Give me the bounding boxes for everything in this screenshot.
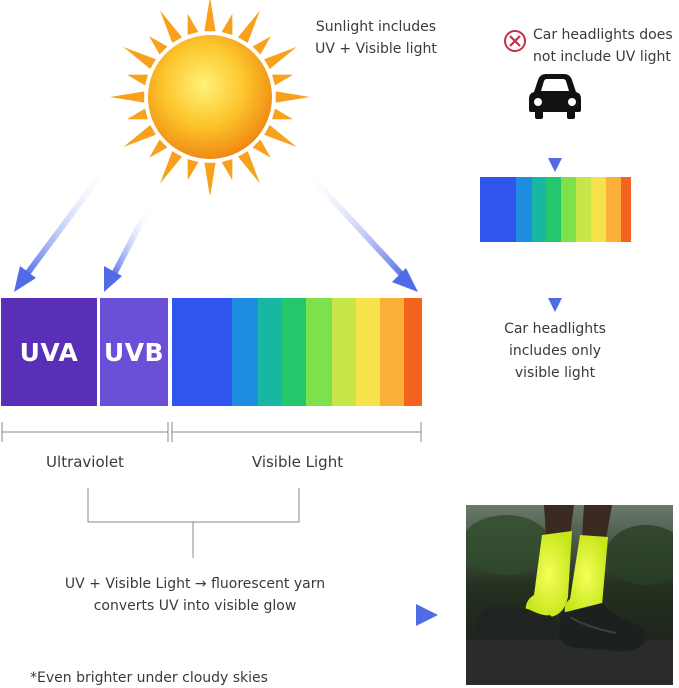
sun-ray (238, 10, 260, 43)
car-no-uv-caption: Car headlights does not include UV light (533, 27, 673, 65)
uva-label: UVA (19, 337, 79, 367)
sun-ray (149, 139, 168, 158)
sun-ray (110, 91, 145, 103)
spectrum-stripe (515, 177, 533, 242)
car-icon (529, 74, 581, 119)
sock-photo (466, 505, 673, 685)
visible-spectrum (172, 298, 422, 406)
sun-ray (187, 13, 199, 35)
sun-ray (272, 74, 294, 86)
spectrum-stripe (546, 177, 562, 242)
sun-ray (264, 47, 297, 69)
sunlight-caption: Sunlight includes UV + Visible light (315, 19, 437, 57)
sun-ray (275, 91, 310, 103)
sun-ray (272, 108, 294, 120)
sun-ray (123, 125, 156, 147)
uvb-block: UVB (100, 298, 168, 406)
sun-ray (252, 36, 271, 55)
spectrum-stripe (232, 298, 259, 406)
arrow-icon (548, 262, 562, 312)
visible-light-label: Visible Light (251, 453, 344, 471)
spectrum-stripe (531, 177, 547, 242)
sun-icon (110, 0, 310, 195)
sun-ray (126, 108, 148, 120)
spectrum-stripe (576, 177, 592, 242)
sun-ray (160, 151, 182, 184)
spectrum-stripe (404, 298, 422, 406)
spectrum-stripe (332, 298, 357, 406)
arrow-icon (302, 167, 418, 292)
sun-ray (160, 10, 182, 43)
spectrum-stripe (172, 298, 233, 406)
ultraviolet-label: Ultraviolet (46, 453, 124, 471)
spectrum-stripe (480, 177, 517, 242)
uva-block: UVA (1, 298, 97, 406)
spectrum-stripe (258, 298, 283, 406)
sun-ray (126, 74, 148, 86)
sun-ray (149, 36, 168, 55)
arrow-icon (14, 163, 111, 292)
footnote: *Even brighter under cloudy skies (30, 670, 268, 686)
sun-ray (221, 13, 233, 35)
spectrum-stripe (356, 298, 381, 406)
sun-ray (252, 139, 271, 158)
spectrum-stripe (282, 298, 307, 406)
sun-ray (221, 159, 233, 181)
glow-caption: UV + Visible Light → fluorescent yarn co… (64, 576, 326, 614)
sun-ray (264, 125, 297, 147)
arrow-icon (548, 125, 562, 172)
uvb-label: UVB (103, 337, 165, 367)
no-icon (504, 30, 526, 52)
sun-ray (204, 162, 216, 195)
car-spectrum (480, 177, 632, 242)
sun-ray (187, 159, 199, 181)
spectrum-stripe (606, 177, 622, 242)
spectrum-stripe (621, 177, 632, 242)
car-visible-caption: Car headlights includes only visible lig… (504, 321, 606, 381)
sun-ray (238, 151, 260, 184)
sun-ray (204, 0, 216, 32)
spectrum-stripe (591, 177, 607, 242)
spectrum-bracket (1, 422, 422, 558)
arrow-icon (372, 604, 438, 626)
arrow-icon (104, 203, 153, 292)
spectrum-stripe (306, 298, 333, 406)
spectrum-stripe (561, 177, 577, 242)
spectrum-stripe (380, 298, 405, 406)
sun-ray (123, 47, 156, 69)
